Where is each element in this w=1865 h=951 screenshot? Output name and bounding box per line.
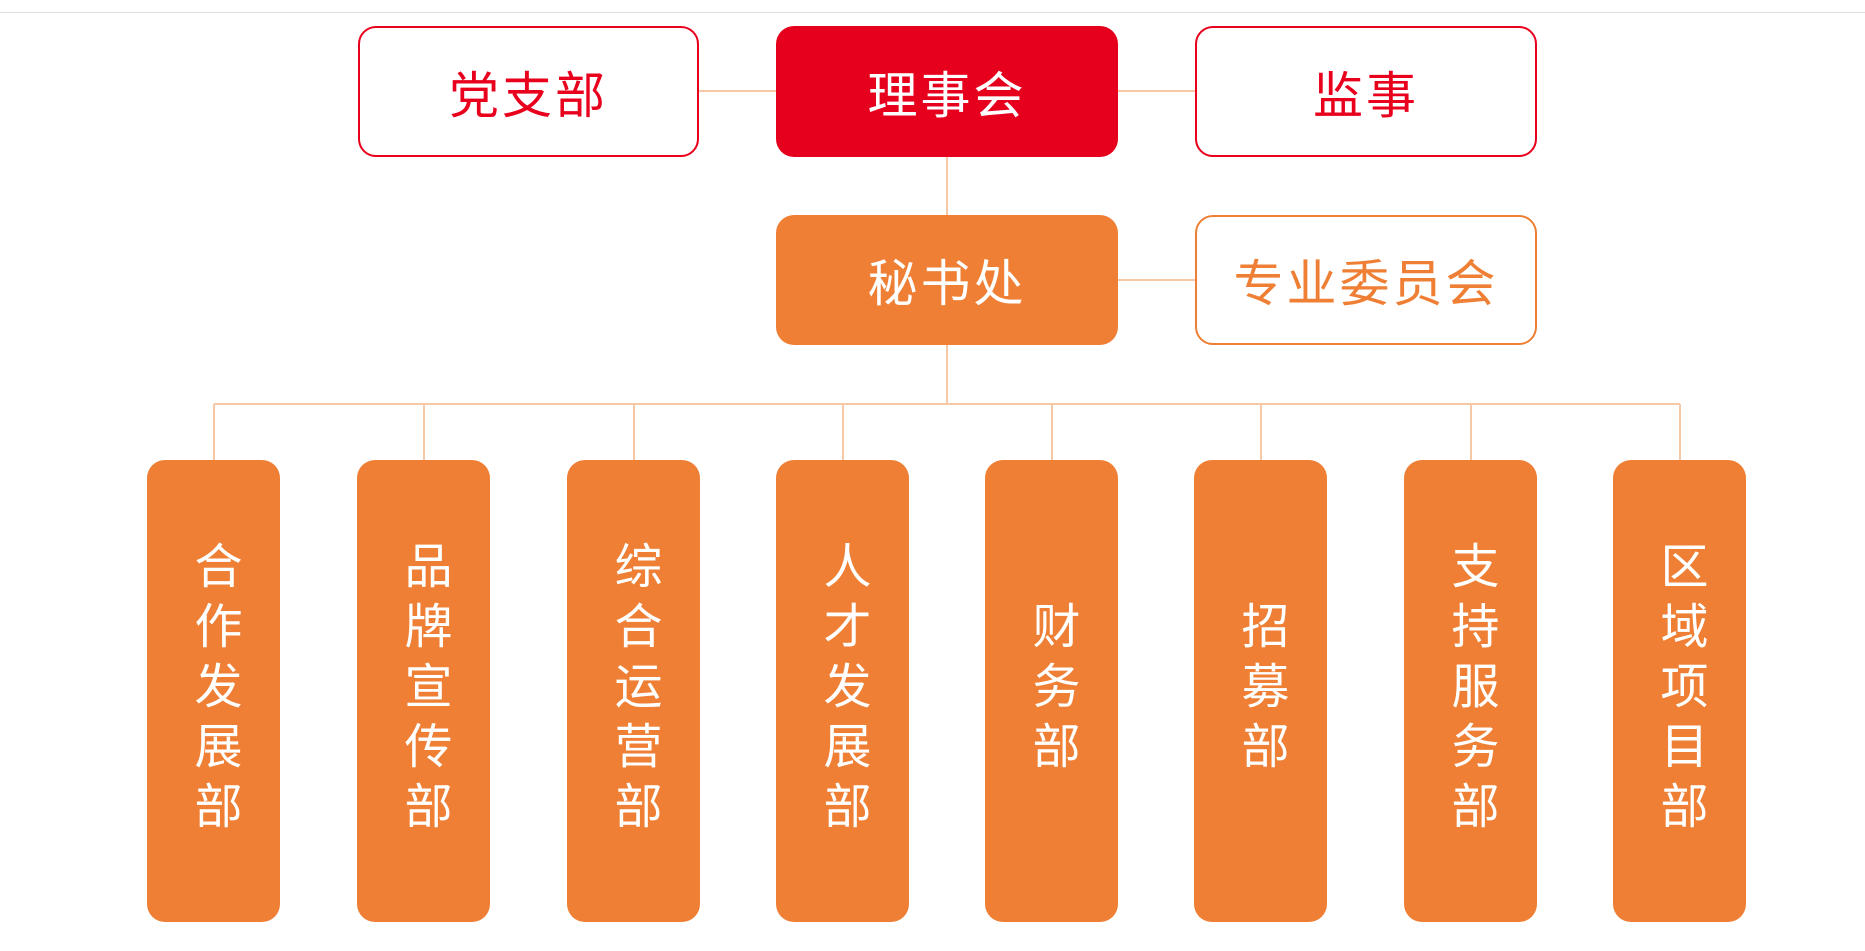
supervisor-box: 监事 — [1195, 26, 1537, 157]
party-branch-box: 党支部 — [358, 26, 699, 157]
department-box-talent: 人才发展部 — [776, 460, 909, 922]
department-label: 合作发展部 — [185, 541, 242, 841]
department-box-operations: 综合运营部 — [567, 460, 700, 922]
secretariat-label: 秘书处 — [867, 255, 1027, 313]
top-divider — [0, 12, 1865, 13]
department-label: 招募部 — [1232, 601, 1289, 781]
council-box: 理事会 — [776, 26, 1118, 157]
department-box-recruitment: 招募部 — [1194, 460, 1327, 922]
department-box-cooperation: 合作发展部 — [147, 460, 280, 922]
department-label: 人才发展部 — [814, 541, 871, 841]
supervisor-label: 监事 — [1313, 66, 1419, 125]
department-label: 品牌宣传部 — [395, 541, 452, 841]
department-box-support: 支持服务部 — [1404, 460, 1537, 922]
department-label: 财务部 — [1023, 601, 1080, 781]
secretariat-box: 秘书处 — [776, 215, 1118, 345]
committee-label: 专业委员会 — [1233, 255, 1499, 313]
party-branch-label: 党支部 — [449, 66, 608, 125]
department-box-finance: 财务部 — [985, 460, 1118, 922]
department-label: 综合运营部 — [605, 541, 662, 841]
department-box-regional: 区域项目部 — [1613, 460, 1746, 922]
department-label: 支持服务部 — [1442, 541, 1499, 841]
department-label: 区域项目部 — [1651, 541, 1708, 841]
committee-box: 专业委员会 — [1195, 215, 1537, 345]
department-box-brand: 品牌宣传部 — [357, 460, 490, 922]
council-label: 理事会 — [867, 66, 1027, 125]
